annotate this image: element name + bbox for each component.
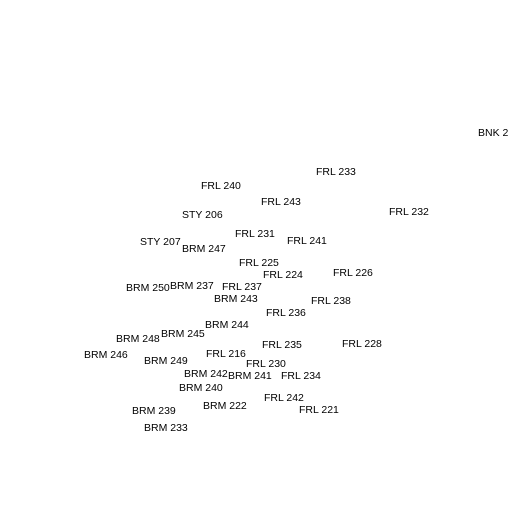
site-label-frl-234: FRL 234: [281, 370, 321, 382]
site-label-brm-247: BRM 247: [182, 243, 226, 255]
site-label-brm-250: BRM 250: [126, 282, 170, 294]
site-label-frl-231: FRL 231: [235, 228, 275, 240]
site-label-frl-221: FRL 221: [299, 404, 339, 416]
site-label-frl-241-upper: FRL 241: [287, 235, 327, 247]
site-label-brm-237: BRM 237: [170, 280, 214, 292]
site-label-frl-237: FRL 237: [222, 281, 262, 293]
site-label-frl-225: FRL 225: [239, 257, 279, 269]
site-label-brm-244: BRM 244: [205, 319, 249, 331]
site-label-frl-243: FRL 243: [261, 196, 301, 208]
site-label-brm-245: BRM 245: [161, 328, 205, 340]
site-label-bnk-2: BNK 2: [478, 127, 509, 139]
site-label-frl-238: FRL 238: [311, 295, 351, 307]
site-label-brm-246: BRM 246: [84, 349, 128, 361]
site-label-sty-206: STY 206: [182, 209, 223, 221]
site-label-frl-224: FRL 224: [263, 269, 303, 281]
site-label-frl-236: FRL 236: [266, 307, 306, 319]
site-label-frl-232: FRL 232: [389, 206, 429, 218]
site-label-brm-241: BRM 241: [228, 370, 272, 382]
site-label-brm-222: BRM 222: [203, 400, 247, 412]
site-label-brm-239: BRM 239: [132, 405, 176, 417]
site-label-frl-230: FRL 230: [246, 358, 286, 370]
site-label-sty-207: STY 207: [140, 236, 181, 248]
site-label-frl-235: FRL 235: [262, 339, 302, 351]
site-label-brm-249: BRM 249: [144, 355, 188, 367]
site-label-frl-242: FRL 242: [264, 392, 304, 404]
site-label-brm-233: BRM 233: [144, 422, 188, 434]
site-label-brm-240: BRM 240: [179, 382, 223, 394]
site-label-brm-248: BRM 248: [116, 333, 160, 345]
site-label-brm-243: BRM 243: [214, 293, 258, 305]
site-label-frl-216: FRL 216: [206, 348, 246, 360]
site-label-frl-240: FRL 240: [201, 180, 241, 192]
site-label-frl-228: FRL 228: [342, 338, 382, 350]
site-label-brm-242: BRM 242: [184, 368, 228, 380]
site-label-frl-226: FRL 226: [333, 267, 373, 279]
site-label-frl-233: FRL 233: [316, 166, 356, 178]
